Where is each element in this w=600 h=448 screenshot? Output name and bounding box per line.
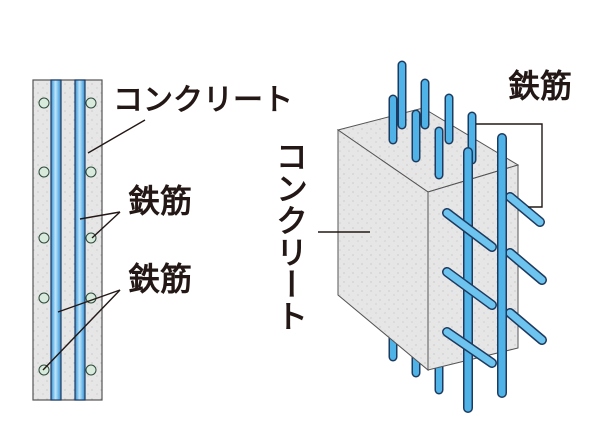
rebar-vertical — [50, 79, 62, 401]
leader-line — [57, 289, 121, 313]
rebar-bracket-line — [476, 123, 543, 208]
rebar-cross-section — [85, 97, 97, 109]
concrete-label: コンクリート — [113, 83, 293, 118]
wall-section: コンクリート 鉄筋 鉄筋 — [32, 79, 293, 401]
rebar-label: 鉄筋 — [128, 260, 192, 298]
rebar-cross-section — [38, 232, 50, 244]
rebar-cross-section — [85, 232, 97, 244]
leader-line — [42, 289, 121, 371]
rebar-vertical — [74, 79, 86, 401]
rebar-cross-section — [38, 292, 50, 304]
rebar-cross-section — [38, 166, 50, 178]
leader-line — [79, 211, 121, 220]
concrete-label-vertical: コンクリート — [271, 140, 309, 332]
rebar-cross-section — [38, 364, 50, 376]
rebar-cross-section — [85, 166, 97, 178]
leader-line — [87, 119, 146, 154]
rebar-cross-section — [38, 97, 50, 109]
column-3d: 鉄筋 コンクリート — [271, 60, 572, 413]
rebar-label: 鉄筋 — [128, 182, 192, 220]
leader-line — [91, 211, 121, 239]
rebar-label: 鉄筋 — [508, 67, 572, 105]
rebar-cross-section — [85, 364, 97, 376]
